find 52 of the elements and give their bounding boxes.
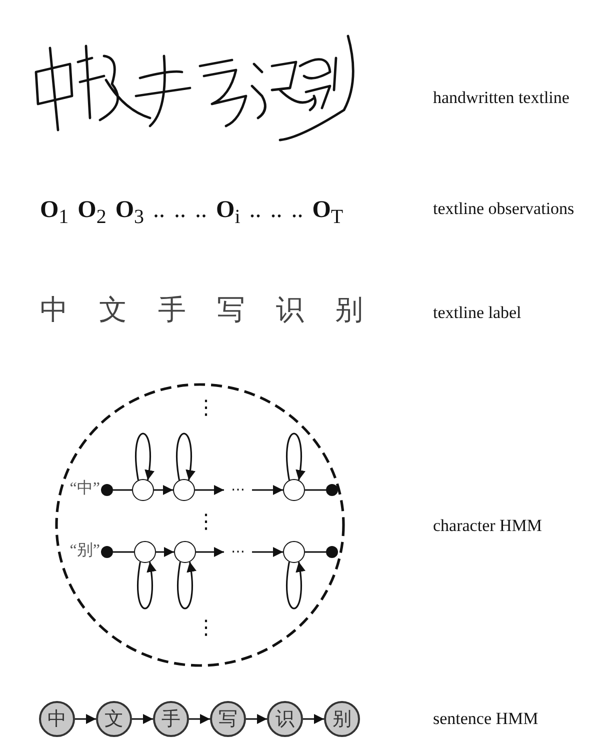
arrow [196, 547, 224, 557]
description-label: sentence HMM [433, 710, 538, 727]
arrow [303, 714, 324, 724]
filled-dot [326, 484, 338, 496]
state-circle [283, 541, 305, 563]
character-label: “中” [70, 481, 100, 497]
arrow [154, 485, 173, 495]
vertical-ellipsis: ⋮ [196, 511, 216, 531]
state-circle [283, 479, 305, 501]
character-label: “别” [70, 543, 100, 559]
arrow [246, 714, 267, 724]
state-circle [134, 541, 156, 563]
arrow [252, 547, 283, 557]
filled-dot [101, 546, 113, 558]
arrow [156, 547, 174, 557]
vertical-ellipsis: ⋮ [196, 617, 216, 637]
arrow [252, 485, 283, 495]
ellipsis: ⋯ [224, 544, 252, 560]
arrow [176, 432, 196, 480]
observation-sequence: O$_{1}$ O$_{2}$ O$_{3}$ .. .. .. O$_{i}$ .. .. .. O$_{T}$ [40, 198, 344, 227]
arrow [75, 714, 96, 724]
state-circle [174, 541, 196, 563]
ellipsis: ⋯ [224, 482, 252, 498]
character-circle: 写 [210, 701, 246, 737]
character-circle: 文 [96, 701, 132, 737]
description-label: textline observations [433, 200, 574, 217]
state-circle [132, 479, 154, 501]
arrow [286, 432, 306, 480]
filled-dot [326, 546, 338, 558]
character-circle: 手 [153, 701, 189, 737]
dashed-circle [55, 383, 345, 667]
connector-line [305, 551, 326, 553]
vertical-ellipsis: ⋮ [196, 397, 216, 417]
arrow [137, 562, 156, 610]
connector-line [113, 551, 134, 553]
character-circle: 别 [324, 701, 360, 737]
arrow [286, 562, 306, 610]
arrow [177, 562, 196, 610]
arrow [195, 485, 224, 495]
connector-line [305, 489, 326, 491]
character-circle: 识 [267, 701, 303, 737]
description-label: textline label [433, 304, 522, 321]
description-label: handwritten textline [433, 89, 570, 106]
description-label: character HMM [433, 517, 542, 534]
arrow [135, 432, 154, 480]
state-circle [173, 479, 195, 501]
connector-line [113, 489, 132, 491]
filled-dot [101, 484, 113, 496]
character-circle: 中 [39, 701, 75, 737]
character-sequence: 中 文 手 写 识 别 [40, 297, 363, 325]
arrow [132, 714, 153, 724]
arrow [189, 714, 210, 724]
